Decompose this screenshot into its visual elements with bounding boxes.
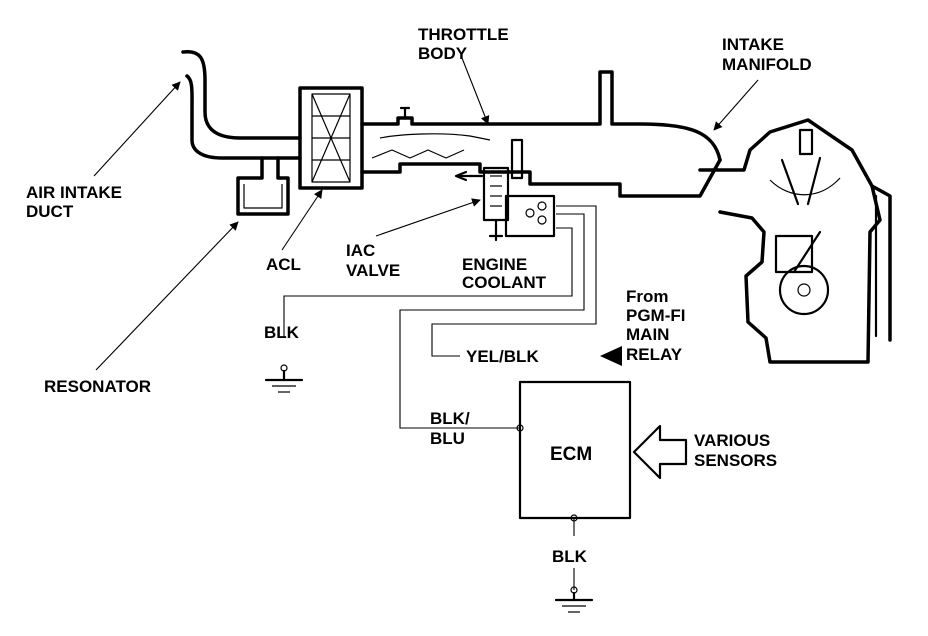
- blk-label-top: BLK: [264, 323, 300, 342]
- various-sensors-label: VARIOUS SENSORS: [694, 431, 777, 470]
- relay-input-arrow: [600, 346, 622, 366]
- sensor-input-arrow: [632, 424, 688, 480]
- blk-blu-label: BLK/ BLU: [430, 409, 474, 448]
- ecm-box: [516, 380, 632, 522]
- ground-symbol-bottom: [554, 586, 594, 613]
- throttle-body-label: THROTTLE BODY: [418, 25, 513, 63]
- resonator: [236, 156, 290, 216]
- engine-coolant-label: ENGINE COOLANT: [462, 255, 547, 292]
- resonator-label: RESONATOR: [44, 377, 151, 396]
- intake-tube: [360, 70, 722, 198]
- blk-label-bottom: BLK: [552, 547, 588, 566]
- engine-block: [698, 118, 892, 364]
- iac-valve-label: IAC VALVE: [346, 241, 400, 280]
- wiring: [283, 205, 597, 590]
- air-cleaner-box: [298, 86, 364, 190]
- ecm-label: ECM: [550, 444, 592, 465]
- leader-arrows: [93, 57, 759, 371]
- acl-label: ACL: [266, 255, 301, 274]
- from-relay-label: From PGM-FI MAIN RELAY: [626, 287, 690, 364]
- air-intake-duct: [181, 49, 302, 160]
- intake-manifold-label: INTAKE MANIFOLD: [722, 35, 812, 74]
- throttle-body-assembly: [454, 138, 556, 242]
- ground-symbol-top: [264, 364, 304, 393]
- yel-blk-label: YEL/BLK: [466, 347, 539, 366]
- air-intake-duct-label: AIR INTAKE DUCT: [26, 183, 127, 221]
